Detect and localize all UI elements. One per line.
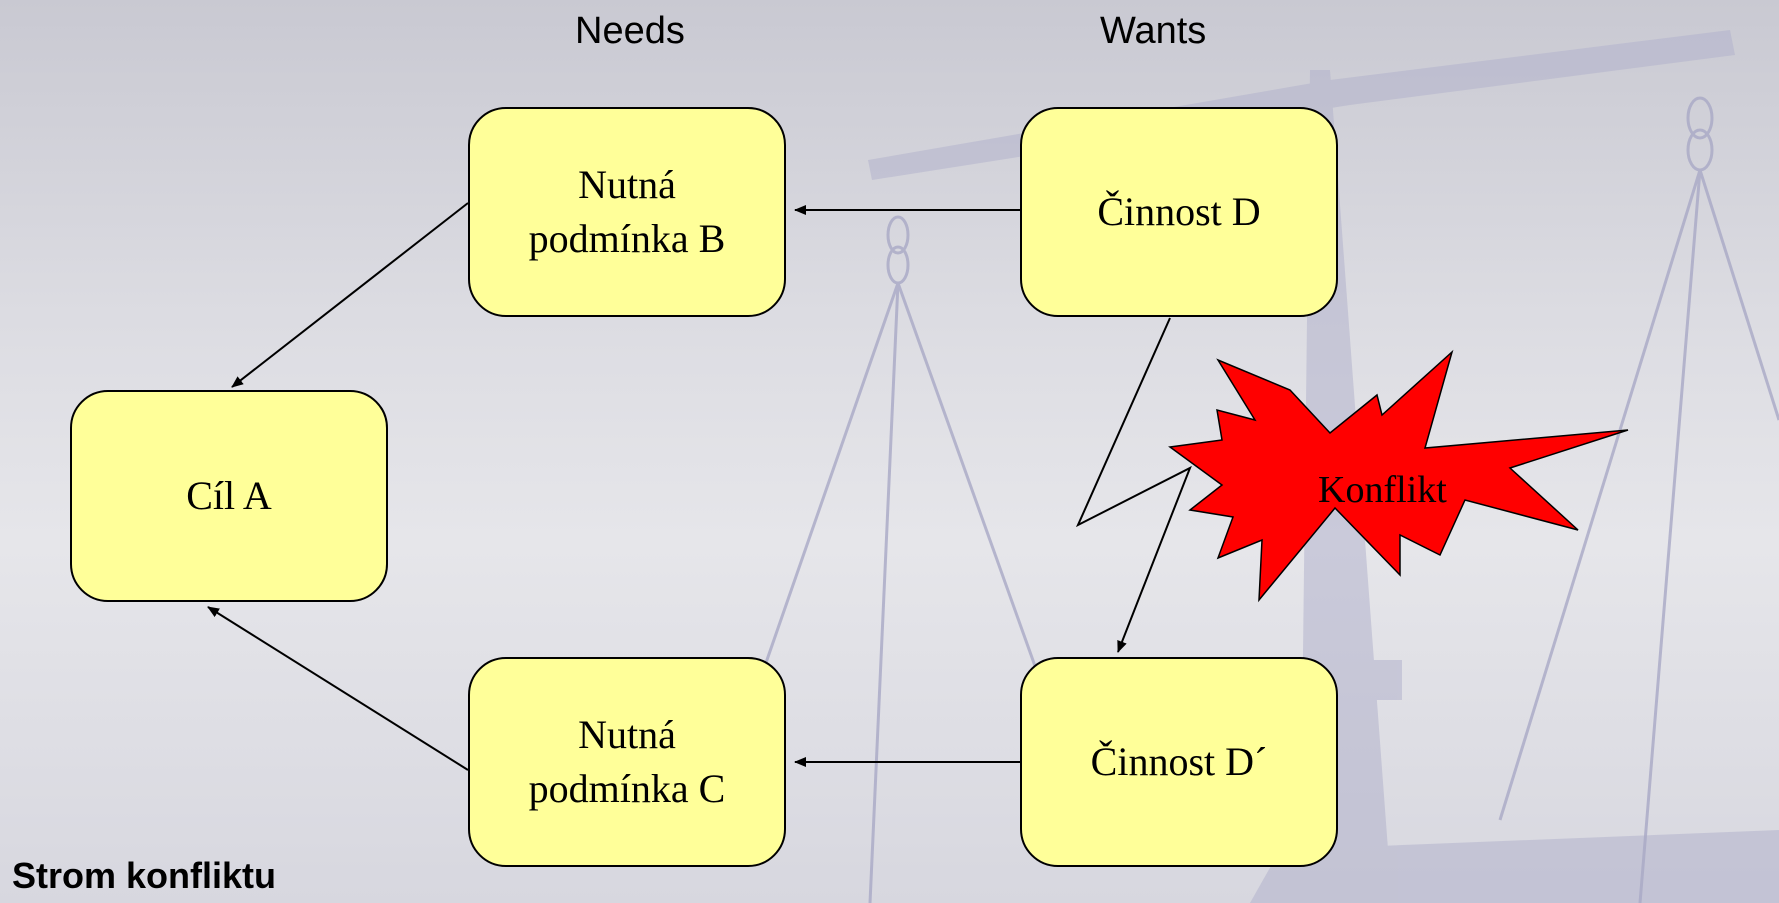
action-d-prime-node: Činnost D´ (1020, 657, 1338, 867)
goal-node-label: Cíl A (186, 473, 272, 518)
need-b-node: Nutná podmínka B (468, 107, 786, 317)
arrow-c-to-a (207, 606, 469, 771)
conflict-zigzag-line (1075, 317, 1192, 653)
needs-column-label: Needs (575, 10, 685, 52)
arrow-b-to-a (231, 202, 469, 388)
conflict-label: Konflikt (1318, 469, 1447, 511)
diagram-caption: Strom konfliktu (12, 855, 277, 896)
action-d-node: Činnost D (1020, 107, 1338, 317)
need-c-node-label: Nutná podmínka C (528, 712, 726, 811)
goal-node: Cíl A (70, 390, 388, 602)
conflict-burst-icon (1168, 349, 1629, 603)
action-d-node-label: Činnost D (1097, 189, 1261, 234)
need-c-node: Nutná podmínka C (468, 657, 786, 867)
need-b-node-label: Nutná podmínka B (528, 162, 726, 261)
action-d-prime-node-label: Činnost D´ (1090, 739, 1268, 784)
wants-column-label: Wants (1100, 10, 1207, 52)
